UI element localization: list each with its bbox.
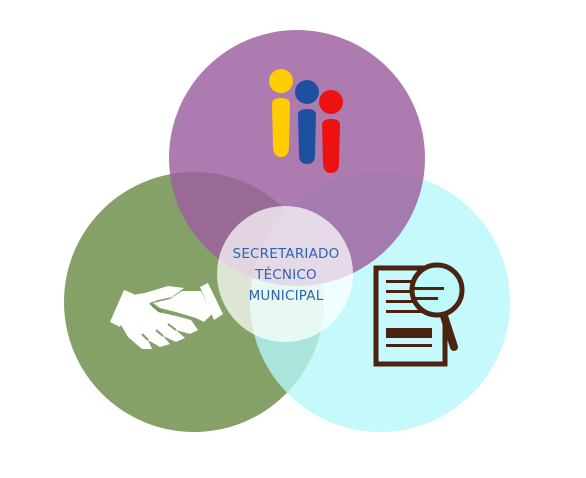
people-icon xyxy=(269,69,343,173)
center-label-line-1: SECRETARIADO xyxy=(232,246,340,262)
center-label-line-2: TÉCNICO xyxy=(255,267,317,283)
handshake-icon xyxy=(110,283,223,349)
document-search-icon xyxy=(373,262,465,367)
center-label-line-3: MUNICIPAL xyxy=(248,288,324,304)
center-label: SECRETARIADO TÉCNICO MUNICIPAL xyxy=(216,244,356,307)
circle-top xyxy=(169,30,425,286)
circle-center xyxy=(217,206,353,342)
